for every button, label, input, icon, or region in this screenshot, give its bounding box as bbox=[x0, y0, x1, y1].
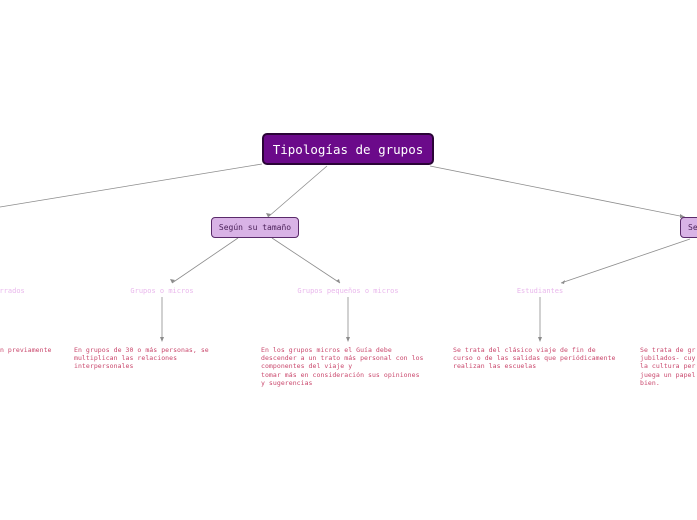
connector-size-small bbox=[271, 237, 341, 284]
description-small: En los grupos micros el Guía debe descen… bbox=[261, 346, 424, 387]
branch-node-size-label: Según su tamaño bbox=[218, 223, 292, 232]
leaf-label-micros[interactable]: Grupos o micros bbox=[130, 287, 194, 295]
arrow-small-desc bbox=[346, 337, 350, 342]
description-left: n previamente bbox=[0, 346, 52, 354]
arrow-micros-desc bbox=[160, 337, 164, 342]
description-right: Se trata de gr jubilados- cuy la cultura… bbox=[640, 346, 696, 387]
description-micros: En grupos de 30 o más personas, se multi… bbox=[74, 346, 209, 371]
arrow-size bbox=[266, 213, 271, 217]
root-node-title: Tipologías de grupos bbox=[272, 141, 424, 157]
branch-node-right-label: Se bbox=[688, 223, 697, 232]
leaf-label-students[interactable]: Estudiantes bbox=[516, 287, 564, 295]
connector-root-right bbox=[429, 165, 686, 218]
description-students: Se trata del clásico viaje de fin de cur… bbox=[453, 346, 616, 371]
leaf-label-small[interactable]: Grupos pequeños o micros bbox=[297, 287, 399, 295]
connector-size-micros bbox=[171, 237, 239, 284]
arrow-students bbox=[561, 280, 565, 284]
branch-node-right[interactable]: Se bbox=[680, 217, 697, 238]
arrow-students-desc bbox=[538, 337, 542, 342]
branch-node-size[interactable]: Según su tamaño bbox=[211, 217, 299, 238]
connector-root-size bbox=[267, 165, 328, 218]
connector-root-left bbox=[0, 163, 263, 208]
arrow-micros bbox=[170, 279, 175, 283]
connector-right-students bbox=[560, 238, 691, 284]
root-node[interactable]: Tipologías de grupos bbox=[262, 133, 434, 165]
arrow-small bbox=[336, 279, 340, 283]
